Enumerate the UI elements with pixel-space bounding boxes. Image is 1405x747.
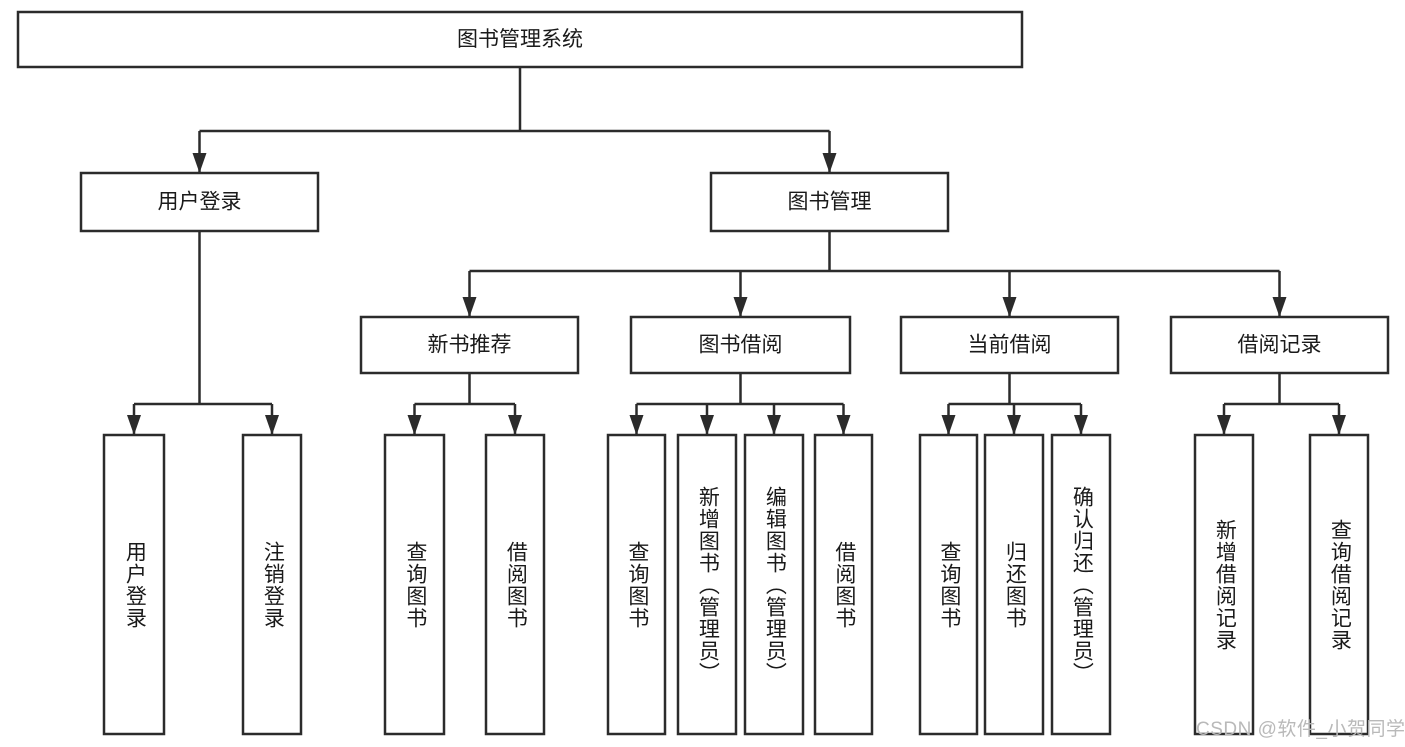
node-label-borrow-record: 借阅记录 [1238, 334, 1322, 357]
node-label-new-book-recommend: 新书推荐 [428, 334, 512, 357]
node-label-user-login: 用户登录 [158, 191, 242, 214]
arrow-head-icon [1332, 415, 1346, 435]
node-box-leaf-query-book-current[interactable] [918, 433, 979, 736]
arrow-head-icon [127, 415, 141, 435]
node-box-borrow-record[interactable] [1169, 315, 1390, 375]
arrow-head-icon [1007, 415, 1021, 435]
node-box-leaf-borrow-book-rec[interactable] [484, 433, 546, 736]
node-label-current-borrow: 当前借阅 [968, 334, 1052, 357]
arrow-head-icon [700, 415, 714, 435]
node-box-leaf-confirm-return-admin[interactable] [1050, 433, 1112, 736]
node-box-leaf-user-login[interactable] [102, 433, 166, 736]
node-label-book-manage: 图书管理 [788, 191, 872, 214]
arrow-head-icon [1002, 297, 1017, 317]
arrow-head-icon [629, 415, 644, 435]
node-box-leaf-add-borrow-record[interactable] [1193, 433, 1255, 736]
node-label-root: 图书管理系统 [457, 28, 583, 51]
arrow-head-icon [265, 415, 279, 435]
arrow-head-icon [733, 297, 748, 317]
arrow-head-icon [1272, 297, 1287, 317]
node-box-current-borrow[interactable] [899, 315, 1120, 375]
node-box-leaf-edit-book-admin[interactable] [743, 433, 805, 736]
arrow-head-icon [767, 415, 781, 435]
node-box-new-book-recommend[interactable] [359, 315, 580, 375]
node-label-book-borrow: 图书借阅 [699, 334, 783, 357]
node-box-leaf-logout-login[interactable] [241, 433, 303, 736]
node-box-layer [16, 10, 1390, 736]
node-box-book-borrow[interactable] [629, 315, 852, 375]
node-box-book-manage[interactable] [709, 171, 950, 233]
node-box-leaf-add-book-admin[interactable] [676, 433, 738, 736]
arrow-head-icon [822, 153, 837, 173]
node-box-leaf-return-book[interactable] [983, 433, 1045, 736]
node-box-root[interactable] [16, 10, 1024, 69]
arrow-head-icon [192, 153, 207, 173]
arrow-head-icon [1074, 415, 1088, 435]
arrow-head-icon [941, 415, 956, 435]
node-box-user-login[interactable] [79, 171, 320, 233]
node-box-leaf-query-book-borrow[interactable] [606, 433, 667, 736]
arrow-head-icon [836, 415, 851, 435]
csdn-watermark: CSDN @软件_小贺同学 [1196, 719, 1405, 740]
connector-layer [127, 67, 1346, 435]
arrow-head-icon [508, 415, 522, 435]
node-box-leaf-query-borrow-record[interactable] [1308, 433, 1370, 736]
arrow-head-icon [1217, 415, 1231, 435]
arrow-head-icon [462, 297, 477, 317]
node-box-leaf-borrow-book[interactable] [813, 433, 874, 736]
node-box-leaf-query-book-rec[interactable] [383, 433, 446, 736]
arrow-head-icon [407, 415, 422, 435]
